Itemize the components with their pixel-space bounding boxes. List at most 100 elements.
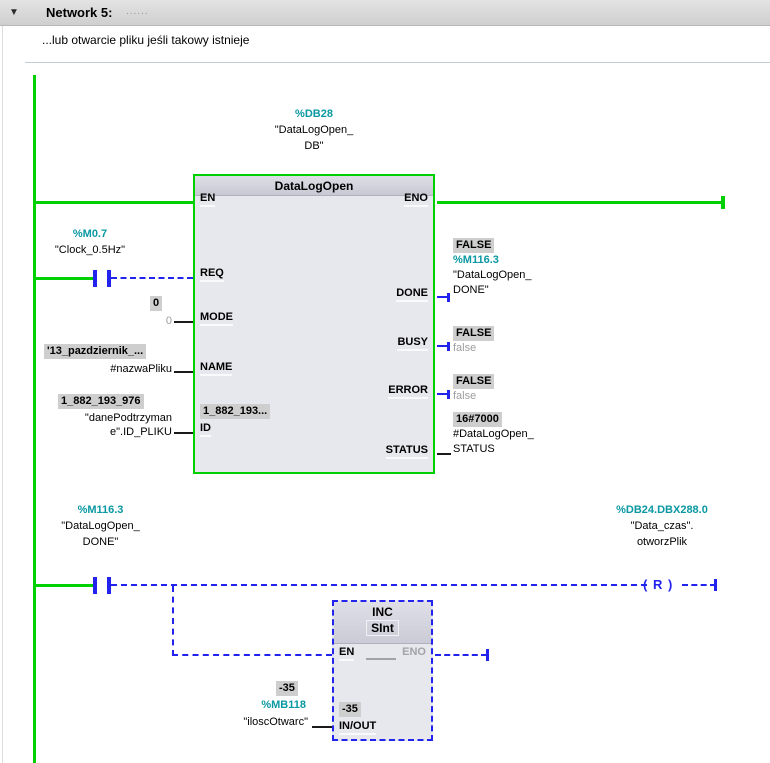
wire-end-tick-inc-eno [486,649,489,661]
pin-busy[interactable]: BUSY [397,336,428,351]
inc-pin-eno[interactable]: ENO [402,646,426,658]
inout-monitor-value: -35 [276,681,298,696]
pin-done[interactable]: DONE [396,287,428,302]
contact2-bar-right[interactable] [107,577,111,594]
reset-coil[interactable]: ( R ) [643,577,674,592]
busy-output-label[interactable]: FALSE false [453,326,495,356]
datalogopen-block[interactable]: DataLogOpen EN ENO REQ MODE NAME 1_882_1… [193,174,435,474]
wire-eno-out [437,201,723,204]
contact1-bar-right[interactable] [107,270,111,287]
done-monitor-value: FALSE [453,238,495,253]
wire-inout [312,726,332,728]
wire-branch-down [172,586,174,656]
collapse-network-icon[interactable]: ▼ [9,7,19,18]
name-monitor-value: '13_pazdziernik_... [44,344,147,359]
name-operand[interactable]: #nazwaPliku [110,363,172,375]
done-address[interactable]: %M116.3 [453,254,499,266]
wire-rail-to-contact1 [35,277,93,280]
wire-mode [174,321,193,323]
reset-coil-label[interactable]: %DB24.DBX288.0 "Data_czas". otworzPlik [592,502,732,550]
pin-id[interactable]: ID [200,422,211,437]
pin-status[interactable]: STATUS [385,444,428,459]
window-edge-line [2,26,3,763]
wire-status [437,453,451,455]
done-output-label[interactable]: FALSE %M116.3 "DataLogOpen_ DONE" [453,238,532,298]
status-monitor-value: 16#7000 [453,412,502,427]
pin-en[interactable]: EN [200,192,216,207]
contact2-bar-left[interactable] [93,577,97,594]
id-operand-line1[interactable]: "danePodtrzyman [84,412,172,424]
coil-address[interactable]: %DB24.DBX288.0 [616,504,708,516]
mode-monitor-value: 0 [150,296,163,311]
inc-en-eno-stub [366,658,396,660]
pin-error[interactable]: ERROR [388,384,428,399]
done-contact-name-line1[interactable]: "DataLogOpen_ [61,520,140,532]
db-name-line1[interactable]: "DataLogOpen_ [274,124,354,136]
done-contact-name-line2[interactable]: DONE" [82,536,119,548]
wire-contact2-to-coil [111,584,647,586]
db-address[interactable]: %DB28 [295,108,333,120]
busy-operand[interactable]: false [453,342,477,354]
wire-branch-to-inc-en [172,654,332,656]
wire-id [174,432,193,434]
inc-block-header[interactable]: INC SInt [334,602,431,644]
db-name-line2[interactable]: DB" [304,140,324,152]
inout-inline-monitor-value: -35 [339,702,361,717]
mode-operand[interactable]: 0 [165,315,172,327]
pin-mode[interactable]: MODE [200,311,233,326]
wire-contact1-to-req [111,277,193,279]
done-contact-label[interactable]: %M116.3 "DataLogOpen_ DONE" [38,502,163,550]
network-comment[interactable]: ...lub otwarcie pliku jeśli takowy istni… [42,33,250,47]
done-name-line1[interactable]: "DataLogOpen_ [453,269,532,281]
wire-rail-to-contact2 [35,584,93,587]
req-contact-label[interactable]: %M0.7 "Clock_0.5Hz" [34,226,146,258]
done-contact-address[interactable]: %M116.3 [77,504,124,516]
inc-pin-en[interactable]: EN [339,646,355,661]
wire-busy [437,345,449,347]
error-operand[interactable]: false [453,390,477,402]
pin-name[interactable]: NAME [200,361,233,376]
wire-end-tick-coil [714,579,717,591]
network-title-placeholder[interactable]: ...... [126,6,149,17]
wire-end-tick-eno [721,196,725,209]
network-title[interactable]: Network 5: [46,5,113,20]
inc-block[interactable]: INC SInt EN ENO -35 IN/OUT [332,600,433,741]
inc-block-title[interactable]: INC [372,605,393,619]
datalogopen-block-title[interactable]: DataLogOpen [195,176,433,196]
inc-block-datatype[interactable]: SInt [366,620,399,636]
db-instance-label[interactable]: %DB28 "DataLogOpen_ DB" [193,106,435,154]
wire-inc-eno-out [435,654,487,656]
network-title-bar[interactable] [0,0,770,26]
status-operand-line2[interactable]: STATUS [453,443,495,455]
error-output-label[interactable]: FALSE false [453,374,495,404]
coil-name-line1[interactable]: "Data_czas". [630,520,694,532]
wire-error [437,393,449,395]
pin-req[interactable]: REQ [200,267,224,282]
id-inline-monitor-value: 1_882_193... [200,404,271,419]
inout-address[interactable]: %MB118 [261,699,306,711]
inc-pin-inout[interactable]: IN/OUT [339,720,377,735]
status-operand-line1[interactable]: #DataLogOpen_ [453,428,534,440]
wire-end-tick-done [447,293,450,302]
contact1-bar-left[interactable] [93,270,97,287]
wire-name [174,371,193,373]
id-operand-line2[interactable]: e".ID_PLIKU [110,426,172,438]
wire-end-tick-busy [447,342,450,351]
coil-name-line2[interactable]: otworzPlik [636,536,688,548]
req-contact-name[interactable]: "Clock_0.5Hz" [54,244,126,256]
power-rail-left [33,75,36,763]
comment-separator [25,62,770,63]
inout-operand[interactable]: "iloscOtwarc" [243,716,308,728]
id-operand[interactable]: "danePodtrzyman e".ID_PLIKU [40,411,172,439]
wire-coil-out [682,584,716,586]
pin-eno[interactable]: ENO [404,192,428,207]
wire-rail-to-en [35,201,193,204]
busy-monitor-value: FALSE [453,326,495,341]
error-monitor-value: FALSE [453,374,495,389]
req-contact-address[interactable]: %M0.7 [72,228,108,240]
done-name-line2[interactable]: DONE" [453,284,489,296]
status-output-label[interactable]: 16#7000 #DataLogOpen_ STATUS [453,412,534,457]
id-monitor-value: 1_882_193_976 [58,394,144,409]
wire-end-tick-error [447,390,450,399]
